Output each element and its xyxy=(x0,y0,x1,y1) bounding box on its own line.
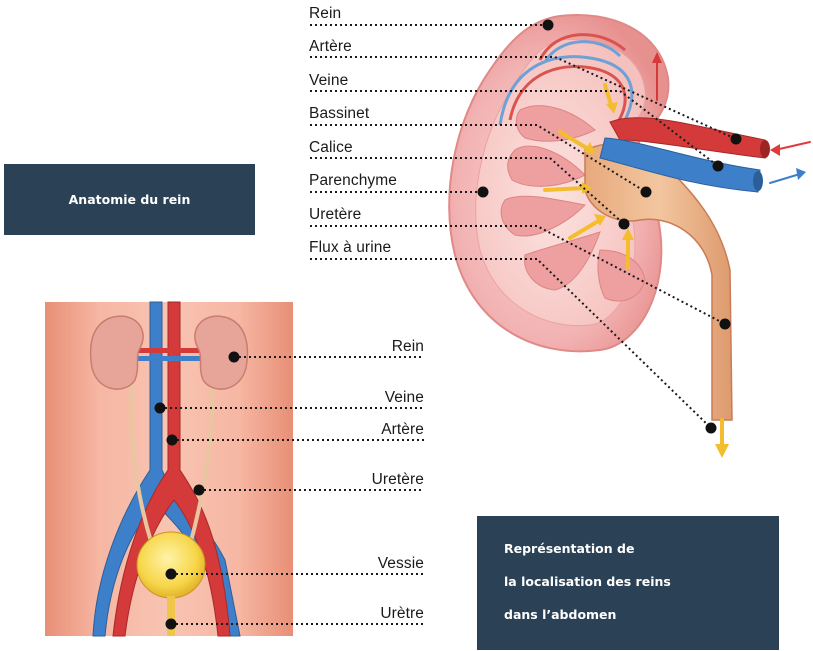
caption-anatomy: Anatomie du rein xyxy=(4,164,255,235)
caption-repr-line2: la localisation des reins xyxy=(504,574,671,589)
label-body-vessie: Vessie xyxy=(378,555,424,573)
label-kidney-bassinet: Bassinet xyxy=(309,105,369,123)
caption-anatomy-text: Anatomie du rein xyxy=(69,192,191,207)
label-kidney-veine: Veine xyxy=(309,72,348,90)
label-kidney-parenchyme: Parenchyme xyxy=(309,172,397,190)
label-body-uretre: Urètre xyxy=(380,605,424,623)
label-kidney-calice: Calice xyxy=(309,139,353,157)
caption-repr-line3: dans l’abdomen xyxy=(504,607,616,622)
label-kidney-artere: Artère xyxy=(309,38,352,56)
kidney-cross-section xyxy=(449,15,810,458)
label-body-artere: Artère xyxy=(381,421,424,439)
caption-representation: Représentation de la localisation des re… xyxy=(477,516,779,650)
caption-repr-line1: Représentation de xyxy=(504,541,634,556)
bladder xyxy=(137,532,205,598)
label-body-uretere: Uretère xyxy=(372,471,424,489)
label-kidney-uretere: Uretère xyxy=(309,206,361,224)
label-body-veine: Veine xyxy=(385,389,424,407)
label-kidney-rein: Rein xyxy=(309,5,341,23)
abdomen-illustration xyxy=(45,302,293,636)
left-kidney xyxy=(91,316,144,389)
label-kidney-flux: Flux à urine xyxy=(309,239,391,257)
label-body-rein: Rein xyxy=(392,338,424,356)
right-kidney xyxy=(195,316,248,389)
